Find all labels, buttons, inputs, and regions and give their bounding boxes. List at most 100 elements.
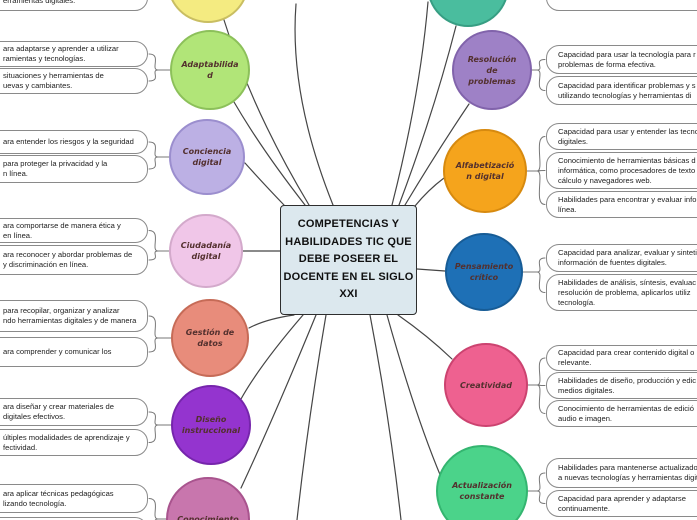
detail-card-text: lizando tecnología. bbox=[3, 498, 67, 508]
detail-card-text: ndo herramientas digitales y de manera bbox=[3, 316, 137, 325]
brace-curve bbox=[148, 498, 159, 520]
detail-card[interactable]: ara entender los riesgos y la seguridad bbox=[0, 130, 148, 154]
brace-curve bbox=[148, 230, 159, 252]
detail-card-text: Habilidades para mantenerse actualizado bbox=[558, 463, 697, 472]
detail-card[interactable]: Capacidad para crear contenido digital o… bbox=[546, 345, 697, 371]
brace-curve bbox=[148, 315, 159, 339]
central-topic-node[interactable]: COMPETENCIAS Y HABILIDADES TIC QUE DEBE … bbox=[280, 205, 417, 315]
detail-card-text: ramientas y tecnologías. bbox=[3, 54, 86, 63]
detail-card-text: para proteger la privacidad y la bbox=[3, 159, 108, 168]
central-topic-title: COMPETENCIAS Y HABILIDADES TIC QUE DEBE … bbox=[283, 218, 414, 301]
topic-node-creatividad[interactable]: Creatividad bbox=[444, 343, 528, 427]
branch-link bbox=[391, 1, 429, 206]
brace-curve bbox=[536, 59, 546, 71]
detail-card-text: audio e imagen. bbox=[558, 413, 613, 423]
detail-card[interactable]: Capacidad para usar la tecnología para r… bbox=[546, 45, 697, 74]
detail-card-text: situaciones y herramientas de bbox=[3, 71, 104, 80]
detail-card[interactable]: ara comprender y comunicar los bbox=[0, 337, 148, 367]
detail-card-text: digitales. bbox=[558, 136, 588, 146]
detail-card[interactable] bbox=[546, 0, 697, 11]
detail-card-text: Habilidades para encontrar y evaluar inf… bbox=[558, 194, 697, 204]
detail-card-text: a nuevas tecnologías y herramientas digi… bbox=[558, 473, 697, 482]
detail-card-text: medios digitales. bbox=[558, 385, 615, 395]
detail-card-text: para recopilar, organizar y analizar bbox=[3, 306, 120, 315]
branch-link bbox=[386, 314, 442, 478]
branch-link bbox=[233, 101, 306, 206]
topic-node-label: Creatividad bbox=[459, 380, 512, 390]
detail-card[interactable]: erramientas digitales. bbox=[0, 0, 148, 11]
detail-card-text: ara adaptarse y aprender a utilizar bbox=[3, 44, 119, 53]
branch-link bbox=[416, 268, 446, 272]
brace-curve bbox=[536, 271, 546, 293]
detail-card-text: ara aplicar técnicas pedagógicas bbox=[3, 488, 114, 498]
detail-card-text: Conocimiento de herramientas básicas d bbox=[558, 155, 696, 165]
brace-curve bbox=[148, 250, 159, 261]
branch-link bbox=[294, 3, 334, 206]
brace-curve bbox=[536, 170, 546, 205]
brace-curve bbox=[148, 337, 159, 353]
detail-card-text: ara comportarse de manera ética y bbox=[3, 220, 121, 230]
detail-card-text: Capacidad para aprender y adaptarse bbox=[558, 493, 686, 503]
detail-card[interactable]: Capacidad para analizar, evaluar y sinte… bbox=[546, 244, 697, 272]
detail-card-text: relevante. bbox=[558, 358, 592, 367]
detail-card[interactable]: Capacidad para usar y entender las tecno… bbox=[546, 123, 697, 150]
detail-card-text: ara reconocer y abordar problemas de bbox=[3, 250, 133, 259]
brace-curve bbox=[536, 472, 546, 492]
detail-card[interactable]: Capacidad para identificar problemas y s… bbox=[546, 76, 697, 105]
branch-link bbox=[240, 314, 317, 489]
detail-card-text: problemas de forma efectiva. bbox=[558, 59, 656, 69]
detail-card-text: cálculo y navegadores web. bbox=[558, 175, 652, 185]
detail-card-text: en línea. bbox=[3, 230, 33, 240]
branch-link bbox=[244, 162, 285, 206]
branch-link bbox=[414, 177, 445, 207]
detail-card-text: línea. bbox=[558, 204, 577, 214]
detail-card-text: últiples modalidades de aprendizaje y bbox=[3, 432, 130, 442]
detail-card-text: uevas y cambiantes. bbox=[3, 81, 73, 90]
brace-curve bbox=[148, 53, 159, 71]
detail-card-text: Capacidad para analizar, evaluar y sinte… bbox=[558, 248, 697, 257]
detail-card[interactable]: Habilidades para encontrar y evaluar inf… bbox=[546, 191, 697, 218]
detail-card-text: digitales efectivos. bbox=[3, 412, 66, 421]
detail-card[interactable]: Habilidades de análisis, síntesis, evalu… bbox=[546, 274, 697, 311]
brace-curve bbox=[536, 257, 546, 273]
brace-curve bbox=[536, 357, 546, 386]
detail-card-text: utilizando tecnologías y herramientas di bbox=[558, 90, 692, 100]
detail-card-text: Conocimiento de herramientas de edició bbox=[558, 403, 694, 413]
detail-card-text: información de fuentes digitales. bbox=[558, 258, 667, 267]
detail-card-text: ara diseñar y crear materiales de bbox=[3, 402, 115, 411]
detail-card-text: erramientas digitales. bbox=[3, 0, 76, 5]
detail-card-text: Capacidad para crear contenido digital o bbox=[558, 348, 695, 357]
detail-card[interactable]: Habilidades de diseño, producción y edic… bbox=[546, 372, 697, 399]
detail-card-text: Habilidades de diseño, producción y edic bbox=[558, 375, 697, 385]
detail-card-text: y discriminación en línea. bbox=[3, 260, 89, 269]
